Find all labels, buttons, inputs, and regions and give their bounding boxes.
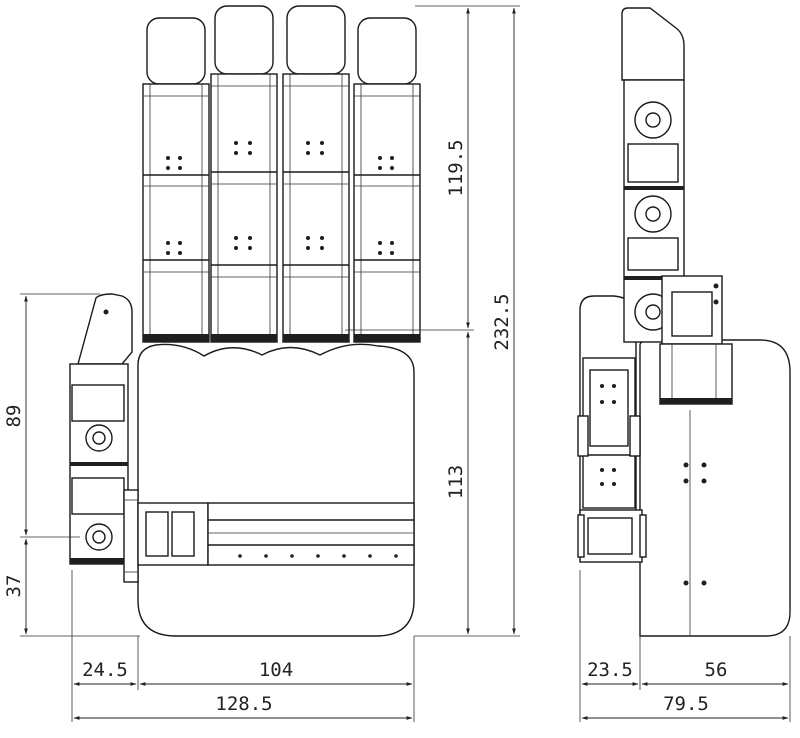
dim-finger-length: 119.5 bbox=[445, 139, 467, 196]
dimension-lines bbox=[20, 5, 791, 722]
linear-actuator bbox=[137, 502, 415, 566]
finger-2 bbox=[210, 5, 278, 343]
dim-palm-width: 104 bbox=[259, 659, 293, 681]
dim-side-total: 79.5 bbox=[663, 693, 709, 715]
dim-total-height: 232.5 bbox=[491, 293, 513, 350]
dim-thumb-base: 37 bbox=[3, 575, 25, 598]
dim-side-back: 56 bbox=[705, 659, 728, 681]
finger-3 bbox=[282, 5, 350, 343]
dim-thumb-offset: 24.5 bbox=[82, 659, 128, 681]
thumb bbox=[69, 293, 139, 583]
front-view bbox=[69, 5, 421, 637]
finger-4 bbox=[353, 17, 421, 343]
palm bbox=[137, 343, 415, 637]
dim-total-width: 128.5 bbox=[215, 693, 272, 715]
dim-side-front: 23.5 bbox=[587, 659, 633, 681]
finger-1 bbox=[142, 17, 210, 343]
dimension-labels: 119.5 113 232.5 89 37 24.5 104 128.5 23.… bbox=[3, 139, 727, 715]
dim-palm-height: 113 bbox=[445, 465, 467, 499]
side-view bbox=[577, 7, 791, 637]
dim-thumb-height: 89 bbox=[3, 405, 25, 428]
